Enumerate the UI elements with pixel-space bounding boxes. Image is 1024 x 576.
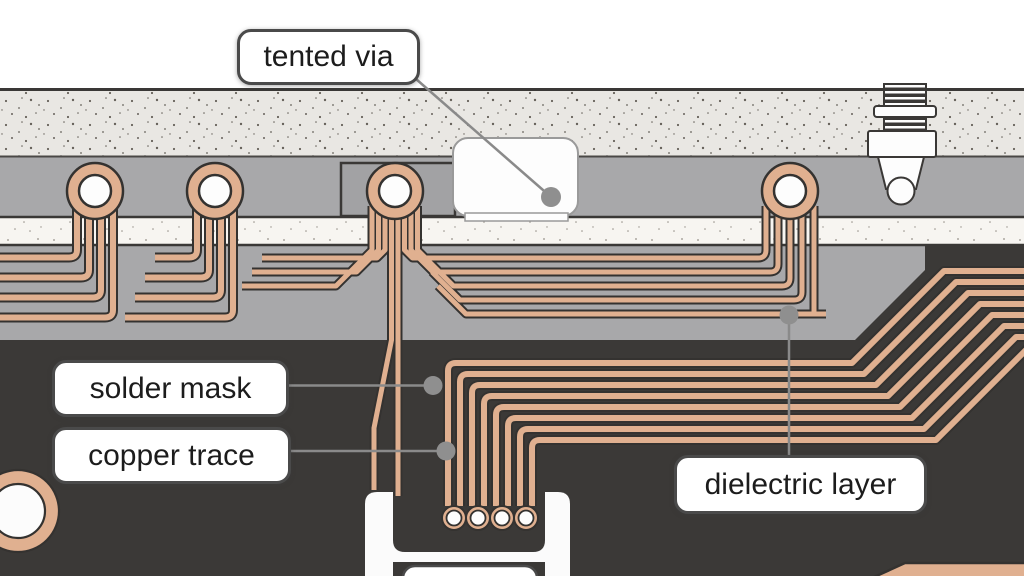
leader-lines xyxy=(283,71,799,461)
tented-via-pointer-dot xyxy=(541,187,561,207)
pin-tip xyxy=(886,176,916,206)
dielectric-layer-label-text: dielectric layer xyxy=(704,467,897,501)
via-1 xyxy=(65,161,125,221)
solder-mask-pointer-dot xyxy=(423,376,443,395)
via-rings xyxy=(65,161,820,221)
press-fit-pin-component xyxy=(867,83,937,206)
copper-trace-label: copper trace xyxy=(52,427,291,484)
tented-via-cover-lip xyxy=(464,212,569,222)
solder-mask-label: solder mask xyxy=(52,360,289,417)
tented-via-label: tented via xyxy=(237,29,420,85)
dielectric-layer-label: dielectric layer xyxy=(674,455,927,514)
copper-traces xyxy=(0,206,1024,506)
bottom-copper-pour xyxy=(873,561,1024,576)
tented-via-cover xyxy=(452,137,579,217)
edge-pad-ring xyxy=(0,468,61,554)
pin-plug xyxy=(876,156,926,190)
via-4 xyxy=(760,161,820,221)
dielectric-layer-pointer-dot xyxy=(779,305,799,325)
tented-via-label-text: tented via xyxy=(263,40,394,73)
copper-trace-label-text: copper trace xyxy=(88,438,255,472)
via-3 xyxy=(365,161,425,221)
solder-mask-label-text: solder mask xyxy=(89,371,252,405)
pin-body xyxy=(867,130,937,158)
copper-trace-pointer-dot xyxy=(436,441,456,461)
via-2 xyxy=(185,161,245,221)
pin-flange xyxy=(873,105,937,118)
bottom-label-cutoff xyxy=(401,564,539,576)
bottom-pad-array xyxy=(441,505,539,531)
